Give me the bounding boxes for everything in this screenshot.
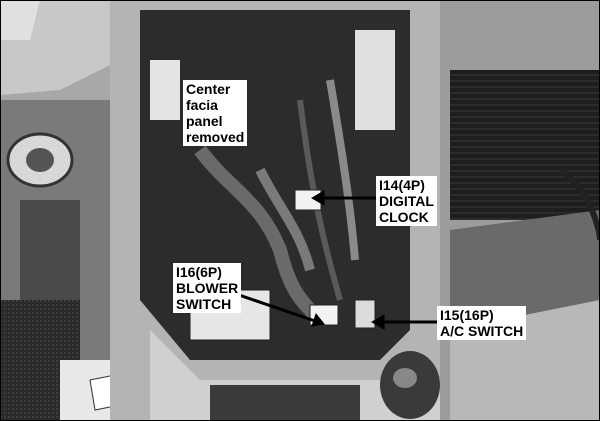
label-ac-switch: I15(16P) A/C SWITCH — [437, 306, 527, 340]
label-digital-clock: I14(4P) DIGITAL CLOCK — [376, 176, 437, 226]
label-clock-line-1: I14(4P) — [379, 177, 425, 193]
label-ac-line-1: I15(16P) — [440, 307, 494, 323]
label-ac-line-2: A/C SWITCH — [440, 323, 524, 339]
label-panel-removed: Center facia panel removed — [183, 80, 248, 146]
label-clock-line-2: DIGITAL — [379, 193, 434, 209]
label-blower-switch: I16(6P) BLOWER SWITCH — [173, 263, 242, 313]
label-blower-line-3: SWITCH — [176, 296, 232, 312]
label-panel-line-2: facia — [186, 97, 218, 113]
label-panel-line-1: Center — [186, 81, 231, 97]
label-blower-line-2: BLOWER — [176, 280, 239, 296]
label-panel-line-3: panel — [186, 113, 223, 129]
pointer-arrows — [235, 190, 438, 330]
label-clock-line-3: CLOCK — [379, 209, 429, 225]
label-blower-line-1: I16(6P) — [176, 264, 222, 280]
label-panel-line-4: removed — [186, 129, 245, 145]
